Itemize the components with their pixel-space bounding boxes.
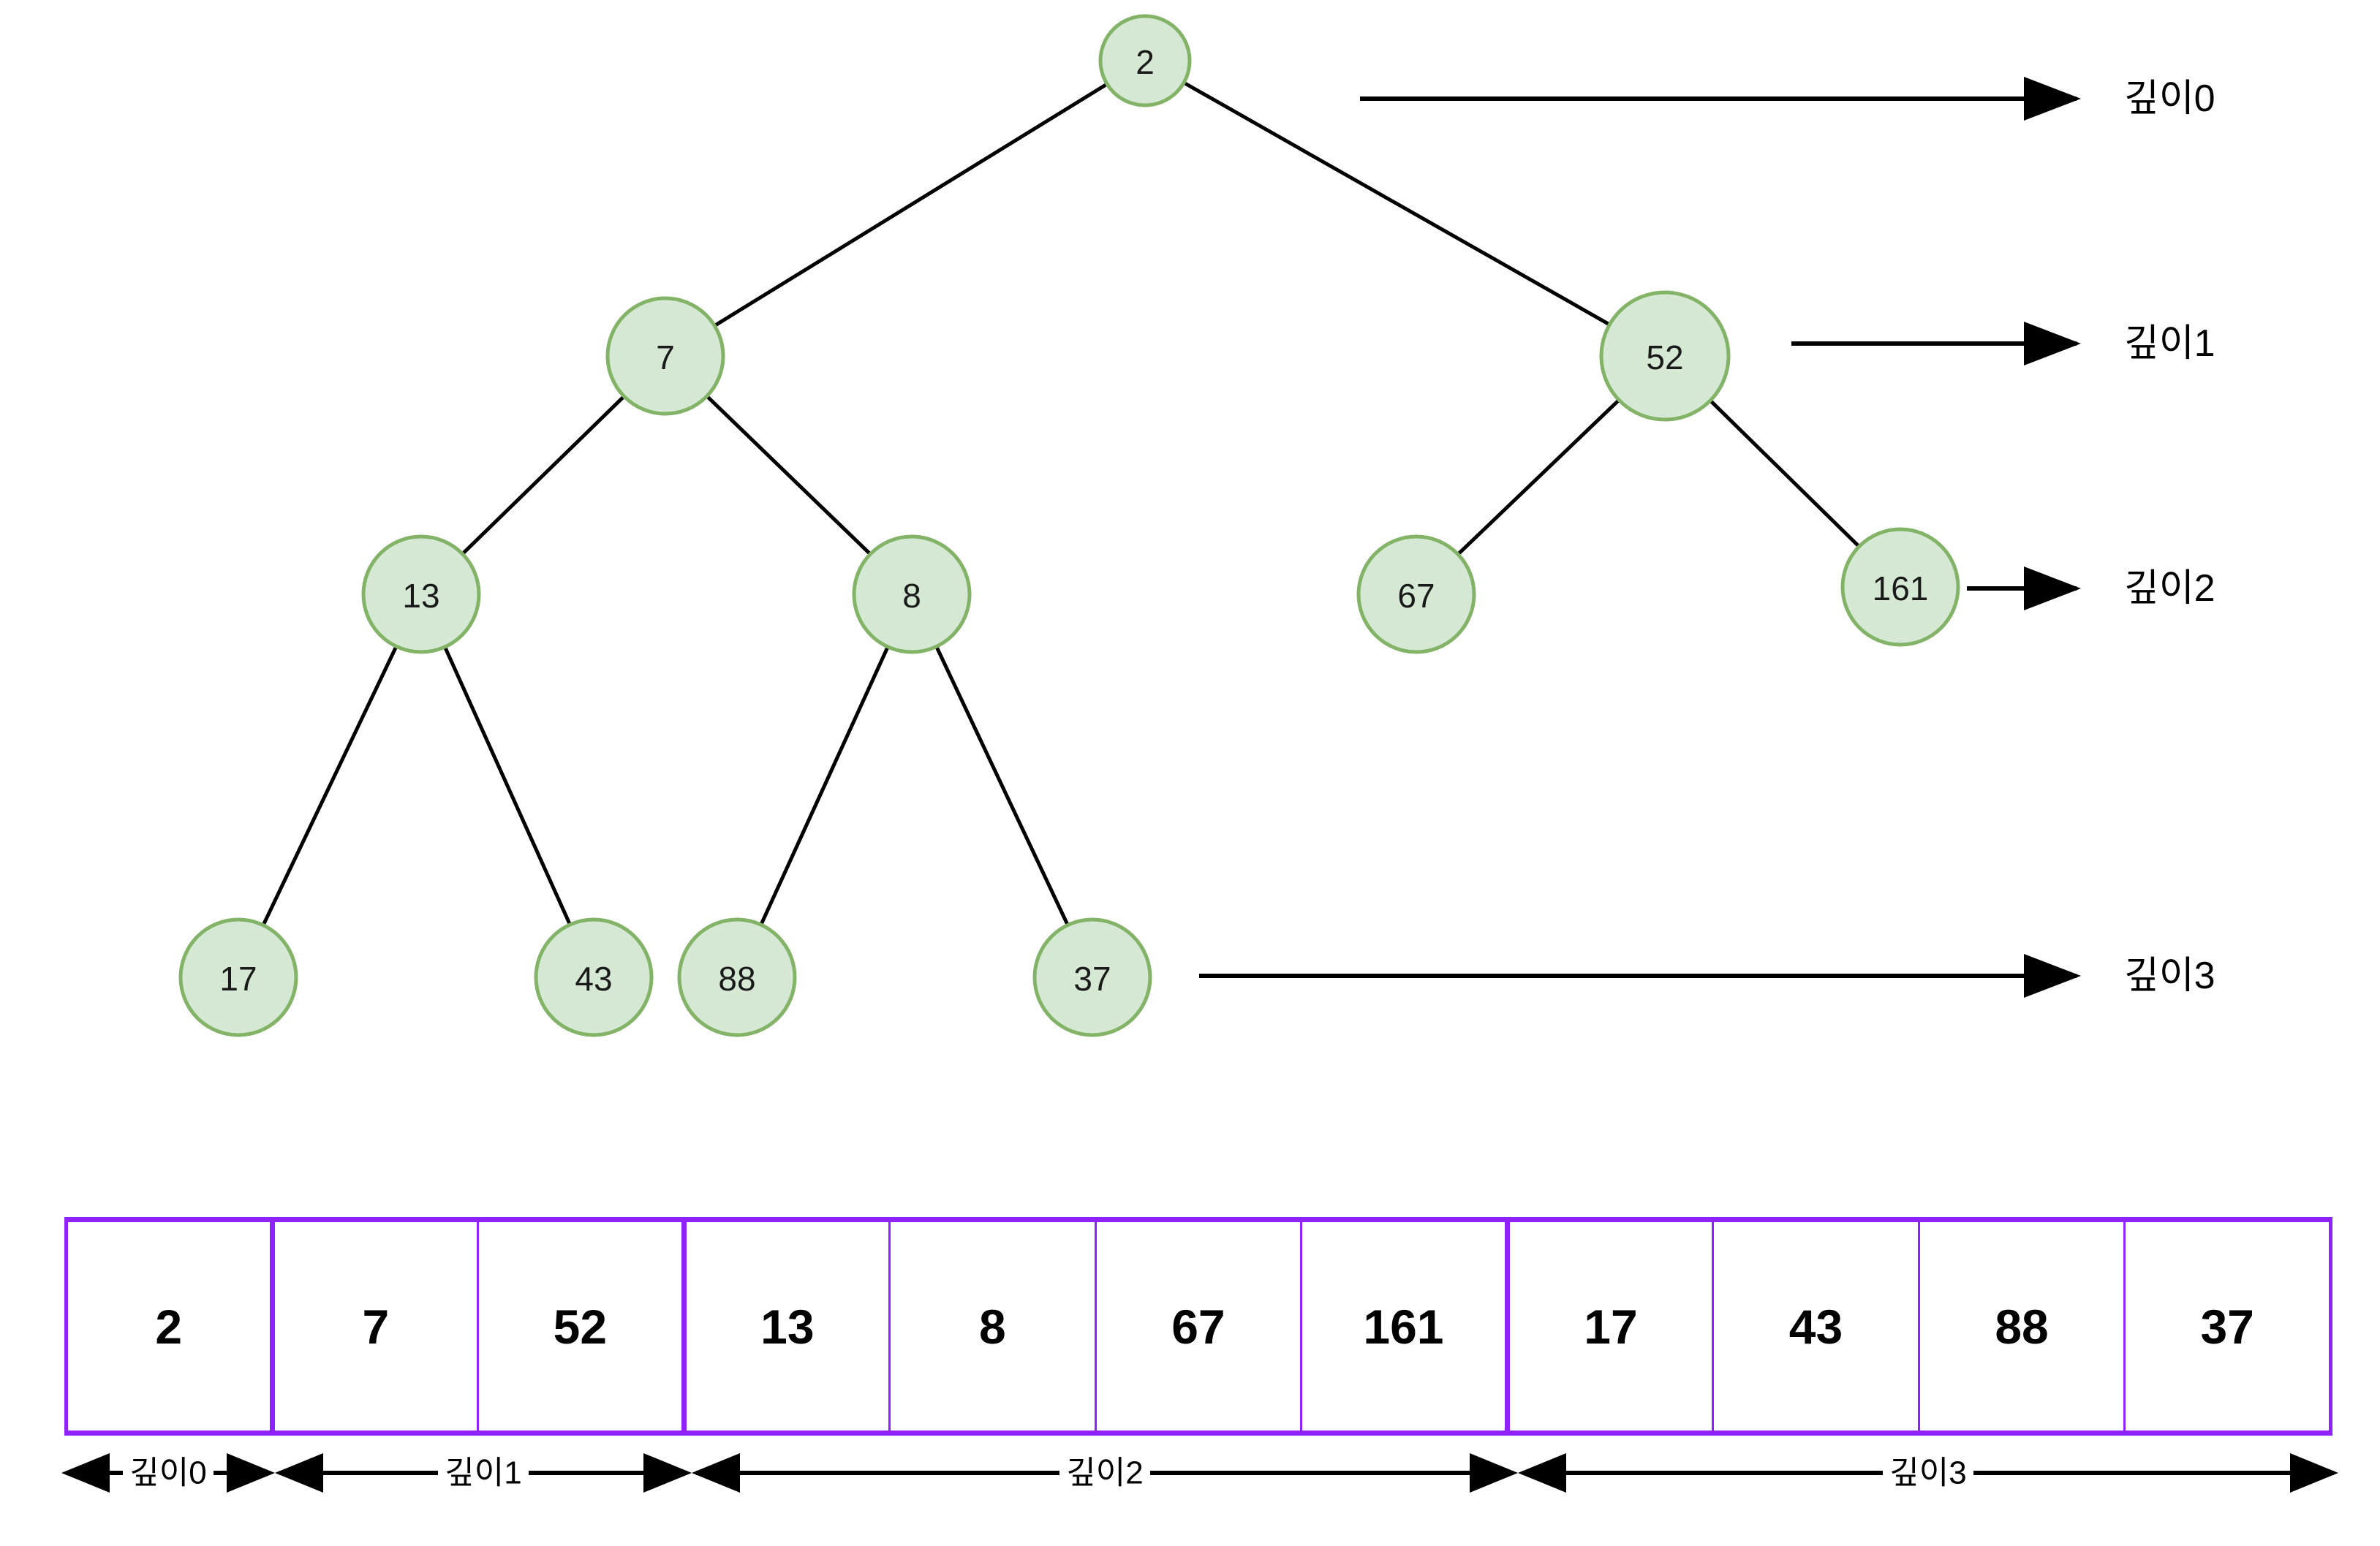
node-value-label: 13 [402, 577, 439, 615]
binary-tree-graphic: 2 7 52 13 8 67 161 17 43 88 37 깊이0 깊이1 깊이2 깊이3 [178, 14, 2215, 1037]
tree-node[interactable]: 17 [178, 917, 298, 1037]
node-circle [1032, 917, 1152, 1037]
array-span-depth-label: 깊이1 [445, 1455, 521, 1491]
node-circle [361, 534, 481, 654]
tree-nodes: 2 7 52 13 8 67 161 17 43 88 37 [178, 14, 1960, 1037]
tree-edge [713, 82, 1108, 327]
array-depth-span-indicators: 깊이0 깊이1 깊이2 깊이3 [61, 1453, 2338, 1493]
array-cell[interactable]: 43 [1712, 1219, 1920, 1433]
node-value-label: 17 [219, 960, 257, 998]
array-cell[interactable]: 17 [1504, 1219, 1715, 1433]
node-circle [1098, 14, 1192, 107]
tree-node[interactable]: 37 [1032, 917, 1152, 1037]
node-circle [1599, 290, 1731, 422]
tree-edge [1457, 398, 1620, 556]
node-circle [1356, 534, 1476, 654]
tree-node[interactable]: 88 [677, 917, 797, 1037]
tree-edge [706, 395, 872, 556]
depth-level-label: 깊이1 [2124, 322, 2215, 365]
depth-level-label: 깊이0 [2124, 77, 2215, 120]
node-circle [1840, 527, 1960, 647]
array-cell[interactable]: 2 [65, 1219, 275, 1433]
tree-node[interactable]: 8 [852, 534, 972, 654]
node-circle [178, 917, 298, 1037]
node-value-label: 8 [902, 577, 921, 615]
tree-node[interactable]: 67 [1356, 534, 1476, 654]
node-value-label: 37 [1073, 960, 1111, 998]
tree-node[interactable]: 43 [534, 917, 654, 1037]
array-cell[interactable]: 7 [269, 1219, 480, 1433]
tree-node[interactable]: 161 [1840, 527, 1960, 647]
array-cell[interactable]: 52 [477, 1219, 687, 1433]
tree-edge [759, 645, 890, 926]
tree-edges [261, 80, 1861, 926]
node-circle [852, 534, 972, 654]
tree-edge [461, 395, 626, 556]
tree-node[interactable]: 2 [1098, 14, 1192, 107]
tree-node[interactable]: 7 [605, 296, 725, 416]
array-cell[interactable]: 67 [1094, 1219, 1303, 1433]
array-span-depth-label: 깊이2 [1066, 1455, 1143, 1491]
array-span-depth-label: 깊이3 [1889, 1455, 1966, 1491]
tree-edge [934, 645, 1070, 926]
node-circle [677, 917, 797, 1037]
array-cell[interactable]: 88 [1917, 1219, 2126, 1433]
node-value-label: 88 [718, 960, 755, 998]
node-value-label: 161 [1873, 569, 1929, 607]
array-cell[interactable]: 37 [2123, 1219, 2332, 1433]
node-value-label: 2 [1136, 43, 1155, 81]
node-circle [534, 917, 654, 1037]
node-value-label: 52 [1646, 338, 1683, 376]
node-value-label: 43 [575, 960, 612, 998]
tree-edge [1709, 399, 1861, 548]
depth-annotation-arrows: 깊이0 깊이1 깊이2 깊이3 [1199, 77, 2215, 998]
node-circle [605, 296, 725, 416]
depth-level-label: 깊이2 [2124, 567, 2215, 610]
array-span-depth-label: 깊이0 [129, 1455, 206, 1491]
node-value-label: 67 [1397, 577, 1435, 615]
tree-edge [1182, 80, 1611, 327]
tree-edge [443, 646, 572, 925]
array-cell[interactable]: 161 [1300, 1219, 1510, 1433]
array-cell[interactable]: 13 [681, 1219, 891, 1433]
depth-level-label: 깊이3 [2124, 955, 2215, 997]
tree-edge [261, 645, 398, 926]
span-group: 깊이0 깊이1 깊이2 깊이3 [61, 1453, 2338, 1493]
node-value-label: 7 [656, 338, 675, 376]
tree-node[interactable]: 52 [1599, 290, 1731, 422]
array-cell[interactable]: 8 [888, 1219, 1097, 1433]
tree-node[interactable]: 13 [361, 534, 481, 654]
